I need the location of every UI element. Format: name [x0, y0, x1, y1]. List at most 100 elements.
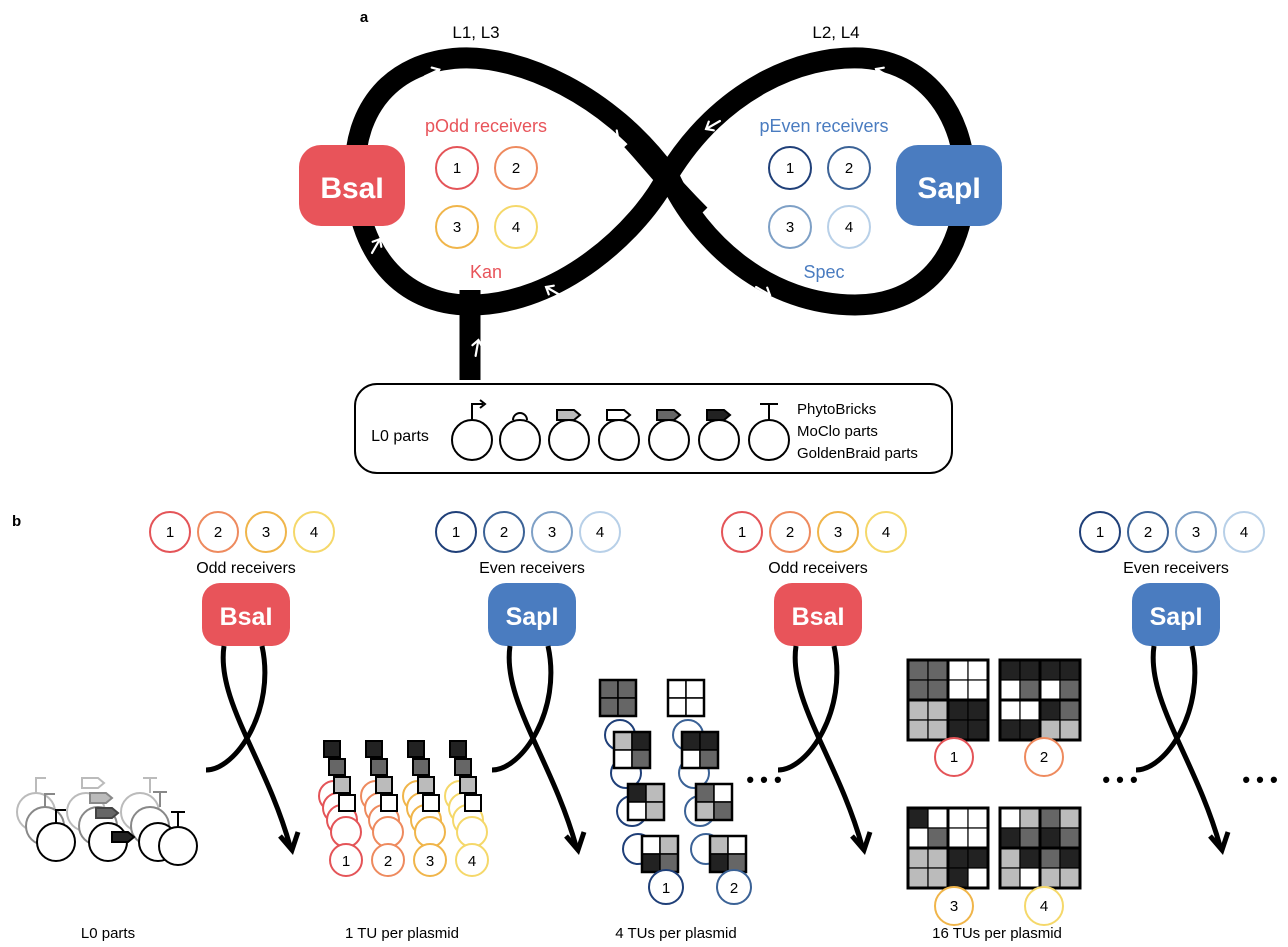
panel-a: a L1, L3 L2, L4 — [299, 9, 1002, 474]
receiver-number: 2 — [1144, 524, 1152, 541]
receiver-group-label: Even receivers — [479, 560, 585, 577]
tu-grid — [680, 730, 720, 770]
enzyme-badge — [488, 583, 576, 646]
tu-cell — [613, 731, 633, 751]
promoter-icon — [44, 793, 55, 807]
tu-cell — [907, 659, 929, 681]
tu-cell — [667, 679, 687, 699]
plasmid-circle — [372, 816, 404, 848]
tu-square — [375, 776, 393, 794]
sapi-badge-a: SapI — [896, 145, 1002, 226]
receiver-circle — [1175, 511, 1217, 553]
flow-arrow-tail — [491, 645, 554, 773]
odd-receivers-a: 1 2 3 4 — [435, 146, 538, 249]
cds-icon — [111, 831, 136, 843]
tu-cell — [1059, 807, 1081, 829]
l0-parts-pile — [16, 777, 198, 866]
plasmid-number: 2 — [1040, 749, 1048, 766]
plasmid-circle — [1024, 886, 1064, 926]
flow-arrow-tail — [205, 645, 268, 773]
tu-square — [449, 740, 467, 758]
receiver-number: 4 — [845, 219, 853, 236]
panel-a-label: a — [360, 9, 369, 26]
tu16-block: 1 — [906, 658, 990, 777]
terminator-icon — [153, 791, 167, 807]
receiver-number: 1 — [1096, 524, 1104, 541]
tu-cell — [1059, 847, 1081, 869]
receiver-number: 3 — [453, 219, 461, 236]
tu-square — [464, 794, 482, 812]
bsai-label: BsaI — [320, 172, 383, 205]
receiver-circle — [768, 205, 812, 249]
tu1-stack: 4 — [444, 740, 489, 877]
receiver-circle — [817, 511, 859, 553]
l0-parts-box: L0 parts PhytoBricks MoClo parts GoldenB… — [354, 383, 953, 474]
promoter-icon — [55, 809, 66, 823]
cds-icon — [606, 409, 632, 421]
rbs-part-icon — [499, 419, 541, 461]
bottom-label: L0 parts — [81, 925, 135, 942]
tu-cell — [1039, 827, 1061, 849]
tu-cell — [613, 749, 633, 769]
tu-cell — [967, 847, 989, 869]
tu16-block: 2 — [998, 658, 1082, 777]
tu4-stack: 2 — [666, 678, 752, 905]
receiver-circle — [827, 146, 871, 190]
receiver-circle — [149, 511, 191, 553]
receiver-circle — [435, 205, 479, 249]
tu-cell — [1059, 827, 1081, 849]
receiver-circle — [435, 511, 477, 553]
plasmid-circle — [934, 737, 974, 777]
plasmid-circle — [371, 843, 405, 877]
flow-arrow-tail — [1135, 645, 1198, 773]
kan-marker: Kan — [470, 262, 502, 282]
track-arrow — [370, 237, 383, 255]
enzyme-badge — [1132, 583, 1220, 646]
tu-cell — [1019, 807, 1041, 829]
tu-cell — [1019, 847, 1041, 869]
enzyme-label: BsaI — [220, 603, 273, 631]
terminator-icon — [171, 811, 185, 827]
tu-square — [459, 776, 477, 794]
tu-cell — [927, 719, 949, 741]
tu-cell — [1039, 807, 1061, 829]
bsai-badge-a: BsaI — [299, 145, 405, 226]
promoter-icon — [471, 403, 483, 420]
enzyme-label: SapI — [506, 603, 559, 631]
tu-square — [328, 758, 346, 776]
enzyme-label: BsaI — [792, 603, 845, 631]
tu-cell — [1039, 719, 1061, 741]
tu-cell — [1039, 659, 1061, 681]
receiver-circle — [531, 511, 573, 553]
tu-cell — [1059, 659, 1081, 681]
enzyme-label: SapI — [1150, 603, 1203, 631]
tu-cell — [695, 801, 715, 821]
receiver-number: 4 — [310, 524, 318, 541]
tu4-stack: 1 — [598, 678, 684, 905]
l0-source-goldenbraid: GoldenBraid parts — [797, 445, 918, 462]
flow-arrow — [792, 645, 865, 847]
rbs-icon — [512, 412, 528, 421]
tu-square — [323, 740, 341, 758]
tu-cell — [947, 719, 969, 741]
tu-cell — [599, 697, 619, 717]
receiver-number: 4 — [512, 219, 520, 236]
tu-cell — [709, 853, 729, 873]
part-circle — [36, 822, 76, 862]
track-arrow — [544, 284, 562, 297]
tu-cell — [641, 835, 661, 855]
tu-cell — [999, 847, 1021, 869]
plasmid-number: 3 — [426, 853, 434, 870]
arrow-head-icon — [564, 831, 587, 855]
flow-arrow — [506, 645, 579, 847]
tu-square — [407, 740, 425, 758]
tu-cell — [627, 783, 647, 803]
tu-cell — [907, 847, 929, 869]
arrow-head-icon — [278, 831, 301, 855]
receiver-number: 4 — [882, 524, 890, 541]
receiver-number: 2 — [845, 160, 853, 177]
receiver-number: 2 — [512, 160, 520, 177]
